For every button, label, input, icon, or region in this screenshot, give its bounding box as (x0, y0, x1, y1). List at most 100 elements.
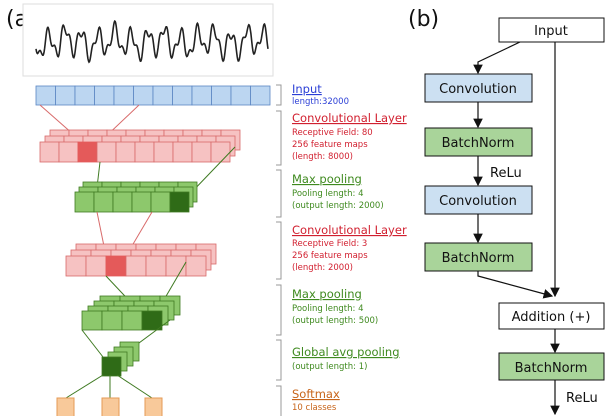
feature-cell (58, 141, 79, 163)
highlighted-cell (77, 141, 98, 163)
feature-cell (65, 255, 87, 277)
feature-cell (121, 310, 143, 331)
box-addition-label: Addition (+) (512, 310, 591, 325)
maxpool-layer-1-maps (74, 181, 198, 213)
label-gap-title: Global avg pooling (292, 345, 400, 359)
feature-cell (115, 141, 136, 163)
feature-cell (134, 141, 155, 163)
softmax-unit (144, 397, 163, 416)
feature-cell (153, 141, 174, 163)
relu-label-1: ReLu (490, 166, 522, 181)
highlighted-cell (141, 310, 163, 331)
label-conv2-title: Convolutional Layer (292, 223, 407, 237)
label-pool2-detail: (output length: 500) (292, 316, 378, 326)
label-conv1-detail: (length: 8000) (292, 152, 353, 162)
box-convolution-1-label: Convolution (439, 82, 517, 97)
panel-b-label: (b) (408, 7, 439, 32)
box-batchnorm-3-label: BatchNorm (515, 361, 588, 376)
input-cell (113, 85, 134, 106)
box-addition (498, 302, 605, 330)
input-cell (230, 85, 251, 106)
feature-cell (85, 255, 107, 277)
label-input-detail: length:32000 (292, 97, 349, 107)
bracket-softmax (276, 385, 282, 416)
label-pool2-detail: Pooling length: 4 (292, 304, 364, 314)
highlighted-cell (105, 255, 127, 277)
waveform-frame (22, 3, 274, 77)
feature-cell (101, 310, 123, 331)
box-convolution-2 (424, 185, 533, 215)
audio-waveform (35, 19, 269, 64)
feature-cell (112, 191, 133, 213)
input-cell (191, 85, 212, 106)
label-gap-detail: (output length: 1) (292, 362, 367, 372)
feature-cell (125, 255, 147, 277)
input-cell (74, 85, 95, 106)
feature-cell (210, 141, 231, 163)
input-cell (152, 85, 173, 106)
feature-cell (172, 141, 193, 163)
box-batchnorm-2 (424, 242, 533, 272)
highlighted-cell (101, 356, 122, 377)
box-batchnorm-3 (498, 352, 605, 381)
conv-layer-1-maps (39, 129, 241, 163)
label-input-title: Input (292, 82, 322, 96)
label-conv2-detail: Receptive Field: 3 (292, 239, 367, 249)
maxpool-layer-2-maps (81, 295, 181, 331)
input-cell (55, 85, 76, 106)
feature-cell (74, 191, 95, 213)
box-convolution-2-label: Convolution (439, 194, 517, 209)
feature-cell (165, 255, 187, 277)
label-pool2-title: Max pooling (292, 287, 362, 301)
feature-cell (96, 141, 117, 163)
feature-cell (150, 191, 171, 213)
box-batchnorm-1 (424, 127, 533, 157)
label-softmax-detail: 10 classes (292, 403, 337, 413)
input-cell (172, 85, 193, 106)
label-conv1-detail: 256 feature maps (292, 140, 368, 150)
box-input-label: Input (534, 24, 568, 39)
label-conv1-title: Convolutional Layer (292, 111, 407, 125)
global-avgpool-maps (101, 341, 140, 377)
input-cell (211, 85, 232, 106)
bracket-pool2 (276, 284, 282, 336)
input-cell (250, 85, 271, 106)
input-layer-cells (35, 85, 271, 106)
feature-cell (93, 191, 114, 213)
bracket-gap (276, 339, 282, 381)
feature-cell (81, 310, 103, 331)
softmax-unit (101, 397, 120, 416)
bracket-pool1 (276, 169, 282, 218)
relu-label-2: ReLu (566, 391, 598, 406)
feature-cell (191, 141, 212, 163)
softmax-units (56, 397, 163, 416)
layer-labels: Input length:32000 Convolutional Layer R… (292, 82, 407, 413)
arrow-input-to-conv (473, 41, 521, 75)
label-pool1-title: Max pooling (292, 172, 362, 186)
bracket-conv2 (276, 221, 282, 280)
layer-brackets (276, 84, 282, 416)
feature-cell (39, 141, 60, 163)
softmax-lines (65, 374, 153, 399)
label-conv2-detail: (length: 2000) (292, 263, 353, 273)
conv-layer-2-maps (65, 243, 217, 277)
label-pool1-detail: (output length: 2000) (292, 201, 384, 211)
arrow-bn2-to-addition (477, 271, 554, 299)
input-cell (133, 85, 154, 106)
label-pool1-detail: Pooling length: 4 (292, 189, 364, 199)
input-cell (35, 85, 56, 106)
feature-cell (131, 191, 152, 213)
box-input (498, 17, 605, 43)
box-batchnorm-2-label: BatchNorm (442, 251, 515, 266)
feature-cell (145, 255, 167, 277)
input-cell (94, 85, 115, 106)
box-batchnorm-1-label: BatchNorm (442, 136, 515, 151)
label-conv1-detail: Receptive Field: 80 (292, 128, 373, 138)
residual-block-diagram: Input Convolution BatchNorm ReLu Convolu… (424, 17, 605, 416)
feature-cell (185, 255, 207, 277)
softmax-unit (56, 397, 75, 416)
label-conv2-detail: 256 feature maps (292, 251, 368, 261)
bracket-input (276, 84, 282, 106)
bracket-conv1 (276, 110, 282, 166)
